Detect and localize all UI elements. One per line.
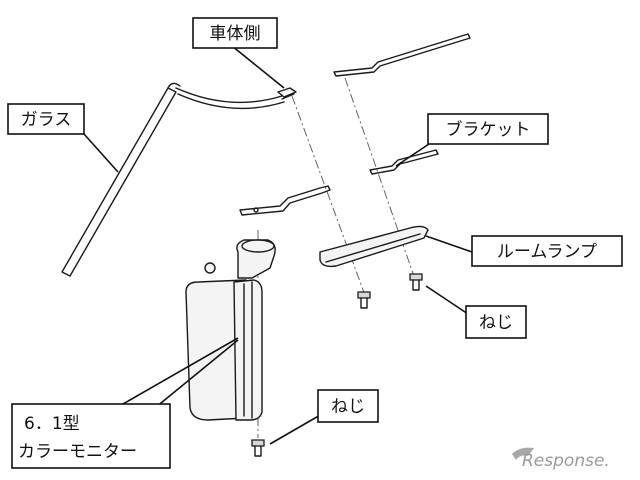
label-bracket: ブラケット xyxy=(427,113,549,145)
label-glass: ガラス xyxy=(7,103,85,135)
svg-text:ブラケット: ブラケット xyxy=(446,119,531,140)
room-lamp xyxy=(319,225,429,268)
leader-lines xyxy=(83,45,473,445)
svg-text:Response.: Response. xyxy=(522,451,610,471)
svg-text:ねじ: ねじ xyxy=(331,397,365,417)
right-bracket xyxy=(369,149,439,175)
glass-panel xyxy=(61,82,285,277)
svg-text:ねじ: ねじ xyxy=(479,313,513,333)
label-color-monitor: 6．1型 カラーモニター xyxy=(11,403,171,469)
upper-bracket xyxy=(333,33,471,77)
lamp-screw-right xyxy=(409,273,423,291)
label-room-lamp: ルームランプ xyxy=(471,235,623,267)
label-screw-bottom: ねじ xyxy=(317,389,379,423)
middle-bracket xyxy=(239,185,331,216)
monitor-screw xyxy=(251,439,265,457)
svg-text:カラーモニター: カラーモニター xyxy=(18,442,137,462)
svg-text:車体側: 車体側 xyxy=(210,24,261,44)
label-car-body-side: 車体側 xyxy=(192,17,278,49)
lamp-screw-left xyxy=(357,291,371,309)
svg-text:6．1型: 6．1型 xyxy=(24,414,80,434)
color-monitor xyxy=(185,239,276,421)
response-watermark: Response. xyxy=(512,447,610,471)
label-screw-right: ねじ xyxy=(465,305,527,339)
svg-text:ルームランプ: ルームランプ xyxy=(497,242,597,262)
svg-text:ガラス: ガラス xyxy=(21,110,72,130)
car-body-mount-clip xyxy=(277,87,297,100)
